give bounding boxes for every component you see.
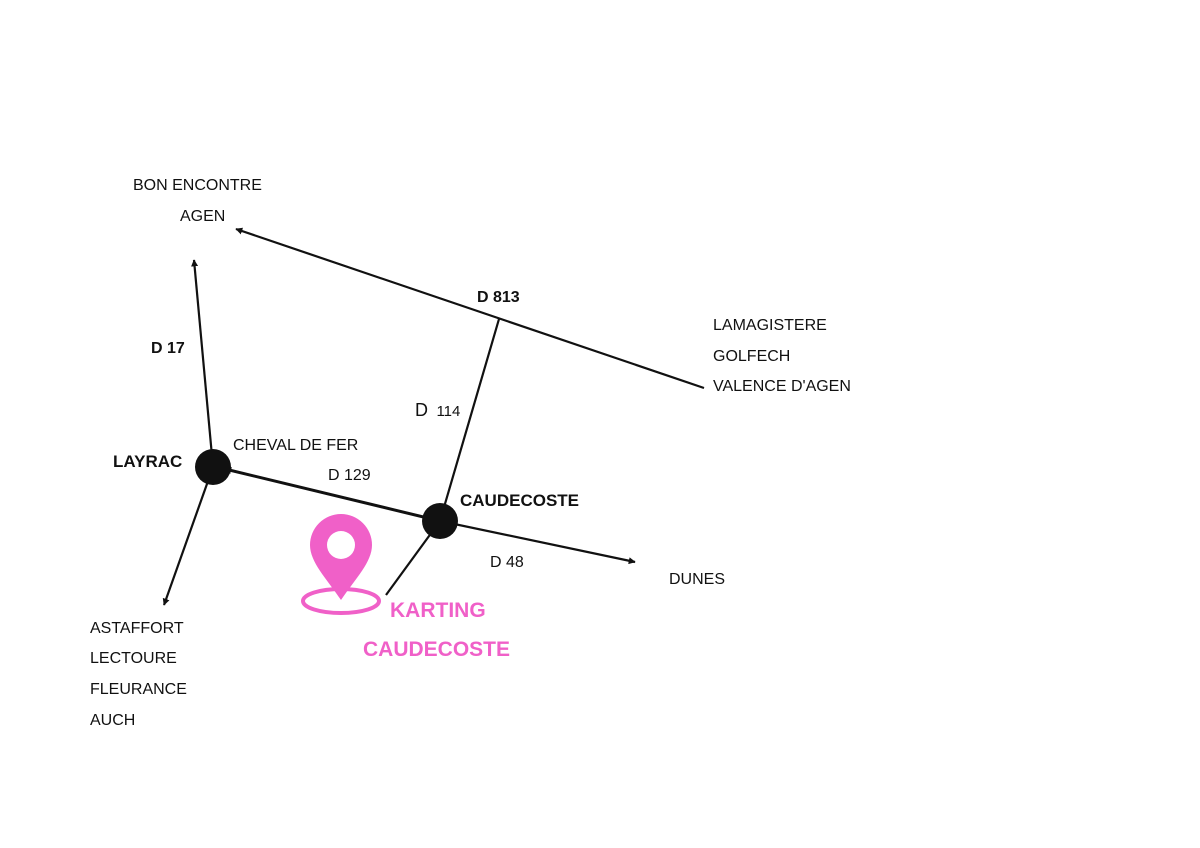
junction-layrac: [195, 449, 231, 485]
dest-lectoure: LECTOURE: [90, 650, 177, 667]
road-label-d17: D 17: [151, 340, 185, 357]
dest-dunes: DUNES: [669, 571, 725, 588]
dest-astaffort: ASTAFFORT: [90, 620, 184, 637]
dest-bon-encontre: BON ENCONTRE: [133, 177, 262, 194]
place-caudecoste: CAUDECOSTE: [460, 491, 579, 510]
road-d17-line: [191, 259, 215, 468]
road-d114-line: [438, 318, 501, 522]
road-label-d129: D 129: [328, 467, 371, 484]
dest-lamagistere: LAMAGISTERE: [713, 317, 827, 334]
karting-label-line1: KARTING: [390, 599, 486, 622]
road-label-d48: D 48: [490, 554, 524, 571]
road-label-d114: D 114: [415, 400, 460, 420]
dest-golfech: GOLFECH: [713, 348, 790, 365]
dest-auch: AUCH: [90, 712, 135, 729]
road-label-d813: D 813: [477, 289, 520, 306]
place-layrac: LAYRAC: [113, 452, 182, 471]
dest-valence-dagen: VALENCE D'AGEN: [713, 378, 851, 395]
map-pin-icon: [301, 514, 381, 615]
road-label-d114-prefix: D: [415, 400, 428, 420]
karting-label-line2: CAUDECOSTE: [363, 638, 510, 661]
road-d48-line: [439, 519, 636, 565]
place-cheval-de-fer: CHEVAL DE FER: [233, 437, 358, 454]
road-astaffort-line: [162, 466, 215, 606]
road-d129-line: [224, 467, 441, 523]
dest-fleurance: FLEURANCE: [90, 681, 187, 698]
junction-caudecoste: [422, 503, 458, 539]
dest-agen: AGEN: [180, 208, 225, 225]
road-d813-line: [235, 227, 705, 390]
road-label-d114-number: 114: [436, 403, 460, 420]
